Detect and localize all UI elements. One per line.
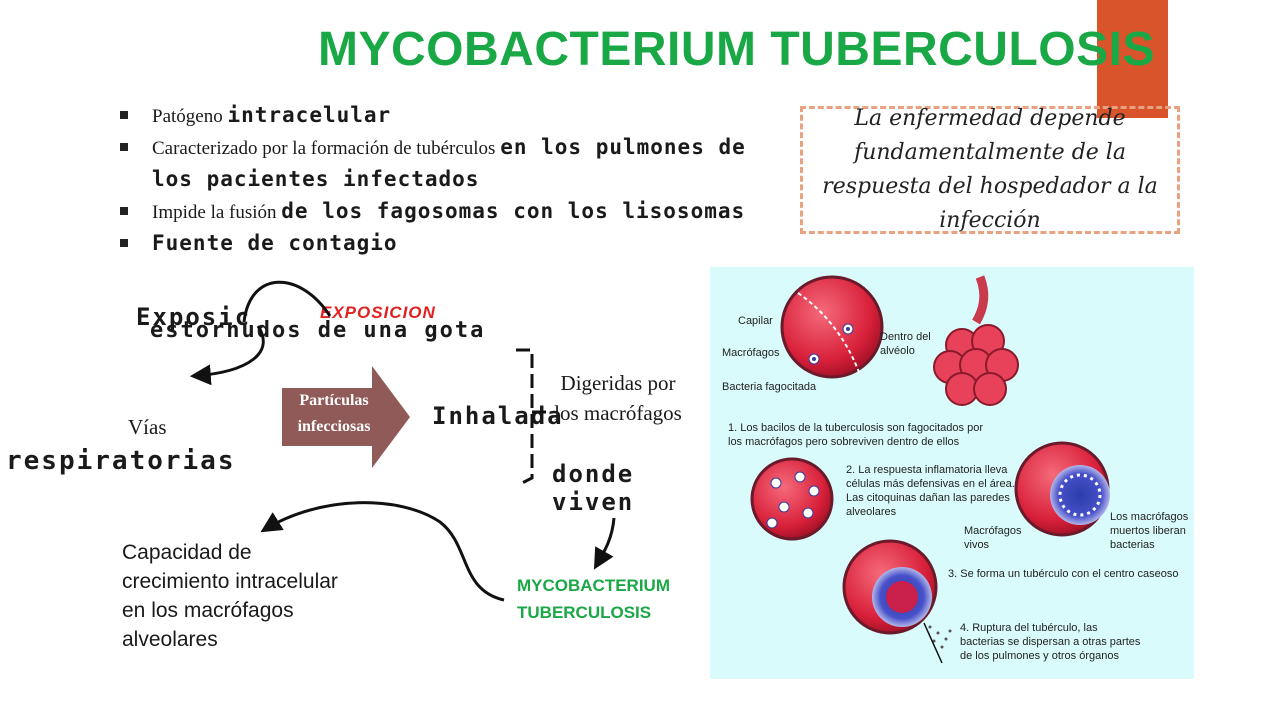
label-macrofagos-vivos-2: vivos bbox=[964, 539, 990, 551]
bullet-item: Caracterizado por la formación de tubérc… bbox=[118, 132, 808, 196]
particulas-label: Partículas infecciosas bbox=[297, 392, 371, 435]
label-alveolo: alvéolo bbox=[880, 345, 915, 357]
exposicion-label: EXPOSICION bbox=[320, 303, 436, 322]
caption-1a: 1. Los bacilos de la tuberculosis son fa… bbox=[728, 422, 983, 434]
vias-word: Vías bbox=[128, 415, 167, 439]
bullet-lead: Caracterizado por la formación de tubérc… bbox=[152, 138, 501, 159]
tuberculosis-figure: Capilar Macrófagos Bacteria fagocitada D… bbox=[710, 267, 1194, 679]
bullet-rest: Fuente de contagio bbox=[152, 231, 398, 255]
curve-exposicion bbox=[242, 280, 332, 323]
quote-box: La enfermedad depende fundamentalmente d… bbox=[800, 106, 1180, 234]
fragment-left: Exposic bbox=[136, 303, 252, 331]
label-macrofagos: Macrófagos bbox=[722, 347, 780, 359]
label-muertos-1: Los macrófagos bbox=[1110, 511, 1189, 523]
lung-cluster bbox=[933, 275, 1019, 406]
bullet-rest: de los fagosomas con los lisosomas bbox=[281, 199, 746, 223]
caption-2b: células más defensivas en el área. bbox=[846, 478, 1015, 490]
bullet-lead: Impide la fusión bbox=[152, 202, 282, 223]
bullet-rest: intracelular bbox=[227, 103, 392, 127]
caption-1b: los macrófagos pero sobreviven dentro de… bbox=[728, 436, 960, 448]
caption-4c: de los pulmones y otros órganos bbox=[960, 650, 1119, 662]
accent-bar bbox=[1097, 0, 1168, 118]
label-capilar: Capilar bbox=[738, 315, 773, 327]
overlap-text: estornudos de una gota bbox=[150, 318, 486, 343]
label-muertos-2: muertos liberan bbox=[1110, 525, 1186, 537]
bracket bbox=[516, 348, 548, 487]
curve-myco bbox=[260, 501, 505, 602]
caption-2a: 2. La respuesta inflamatoria lleva bbox=[846, 464, 1008, 476]
label-muertos-3: bacterias bbox=[1110, 539, 1155, 551]
digeridas-garbled-1: donde bbox=[552, 460, 635, 488]
caption-4a: 4. Ruptura del tubérculo, las bbox=[960, 622, 1098, 634]
curve-vias bbox=[189, 325, 265, 386]
bullet-lead: Patógeno bbox=[152, 106, 228, 127]
alveolus-circle-1 bbox=[780, 275, 884, 379]
arrow-shape bbox=[282, 366, 410, 468]
digeridas-garbled-2: viven bbox=[552, 488, 635, 516]
myco-label: MYCOBACTERIUM TUBERCULOSIS bbox=[517, 576, 670, 622]
alveolus-circle-2 bbox=[750, 457, 834, 541]
digeridas-text: Digeridas por los macrófagos bbox=[554, 371, 682, 425]
capacidad-text: Capacidad de crecimiento intracelular en… bbox=[122, 541, 338, 651]
bullet-item: Fuente de contagio bbox=[118, 228, 808, 260]
vias-garbled: respiratorias bbox=[6, 446, 236, 476]
figure-illustration bbox=[750, 275, 1110, 664]
label-bacteria: Bacteria fagocitada bbox=[722, 381, 817, 393]
slide-title: MYCOBACTERIUM TUBERCULOSIS bbox=[318, 23, 1155, 76]
bullet-item: Patógeno intracelular bbox=[118, 100, 808, 132]
inhaladas-text: Inhalada bbox=[432, 402, 564, 430]
caption-2c: Las citoquinas dañan las paredes bbox=[846, 492, 1010, 504]
caption-4b: bacterias se dispersan a otras partes bbox=[960, 636, 1141, 648]
bullet-list: Patógeno intracelular Caracterizado por … bbox=[118, 100, 808, 260]
bullet-item: Impide la fusión de los fagosomas con lo… bbox=[118, 196, 808, 228]
particulas-arrow: Partículas infecciosas bbox=[282, 366, 410, 468]
caption-2d: alveolares bbox=[846, 506, 897, 518]
bullet-rest: en los pulmones de los pacientes infecta… bbox=[152, 135, 746, 191]
label-dentro: Dentro del bbox=[880, 331, 931, 343]
quote-text: La enfermedad depende fundamentalmente d… bbox=[822, 106, 1158, 233]
caption-3: 3. Se forma un tubérculo con el centro c… bbox=[948, 568, 1179, 580]
label-macrofagos-vivos-1: Macrófagos bbox=[964, 525, 1022, 537]
curve-digeridas bbox=[593, 517, 616, 570]
